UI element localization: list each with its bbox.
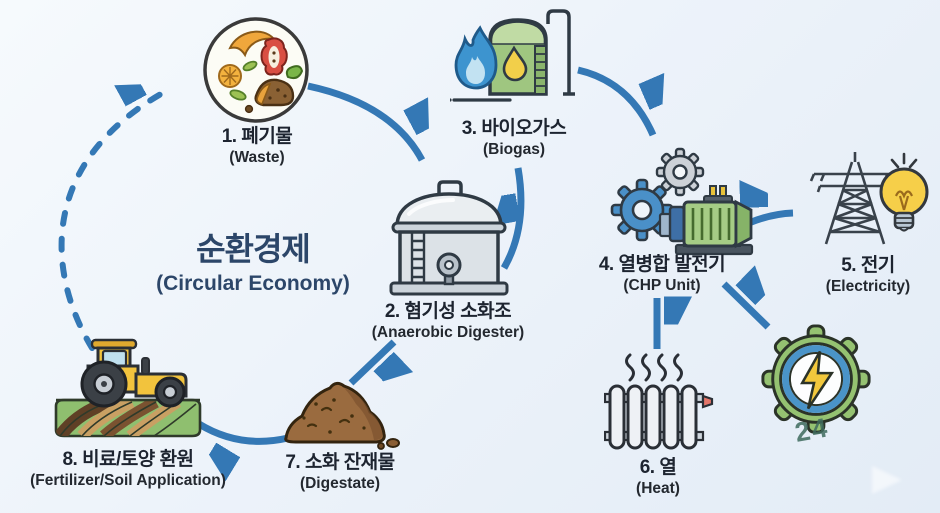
handwritten-mark: 24 bbox=[792, 412, 832, 448]
step-7-label: 7. 소화 잔재물 (Digestate) bbox=[285, 447, 395, 493]
step-1-en: (Waste) bbox=[229, 149, 285, 166]
chp-generator-gears-icon bbox=[610, 147, 754, 256]
step-8-ko: 8. 비료/토양 환원 bbox=[62, 449, 194, 470]
digester-tank-icon bbox=[389, 180, 509, 296]
step-2-label: 2. 혐기성 소화조 (Anaerobic Digester) bbox=[372, 296, 524, 342]
step-5-en: (Electricity) bbox=[825, 278, 911, 295]
step-5-ko: 5. 전기 bbox=[841, 255, 895, 276]
diagram-title-en: (Circular Economy) bbox=[156, 272, 350, 295]
step-6-label: 6. 열 (Heat) bbox=[636, 452, 680, 498]
step-4-label: 4. 열병합 발전기 (CHP Unit) bbox=[598, 249, 726, 295]
step-1-label: 1. 폐기물 (Waste) bbox=[222, 121, 293, 167]
faint-watermark-arrow bbox=[872, 466, 902, 494]
arrow-biogas-to-chp bbox=[577, 66, 653, 137]
step-6-ko: 6. 열 bbox=[639, 457, 677, 478]
step-5-label: 5. 전기 (Electricity) bbox=[826, 250, 910, 296]
radiator-icon bbox=[604, 353, 714, 450]
step-8-en: (Fertilizer/Soil Application) bbox=[30, 472, 226, 489]
compost-pile-icon bbox=[284, 381, 400, 450]
step-8-label: 8. 비료/토양 환원 (Fertilizer/Soil Application… bbox=[30, 444, 226, 490]
step-6-en: (Heat) bbox=[636, 480, 680, 497]
step-7-ko: 7. 소화 잔재물 bbox=[285, 452, 395, 473]
arrow-chp-to-energy-gear bbox=[721, 284, 768, 330]
step-1-ko: 1. 폐기물 bbox=[221, 126, 293, 147]
arrow-digester-to-biogas bbox=[504, 167, 525, 270]
step-3-en: (Biogas) bbox=[483, 141, 545, 158]
diagram-title: 순환경제 (Circular Economy) bbox=[156, 224, 350, 296]
arrow-waste-to-digester bbox=[307, 82, 422, 162]
arrow-fertilizer-to-waste-dashed bbox=[58, 90, 171, 351]
step-4-ko: 4. 열병합 발전기 bbox=[598, 254, 726, 275]
biogas-flame-tank-icon bbox=[450, 9, 575, 102]
arrow-digester-to-digestate bbox=[348, 339, 394, 383]
power-tower-bulb-icon bbox=[809, 152, 929, 245]
step-2-en: (Anaerobic Digester) bbox=[371, 324, 525, 341]
step-2-ko: 2. 혐기성 소화조 bbox=[384, 301, 512, 322]
arrow-digestate-to-fertilizer bbox=[197, 420, 289, 441]
step-3-ko: 3. 바이오가스 bbox=[461, 118, 567, 139]
diagram-title-ko: 순환경제 bbox=[196, 231, 311, 267]
energy-gear-lightning-icon bbox=[761, 324, 871, 434]
food-waste-plate-icon bbox=[203, 17, 309, 123]
step-3-label: 3. 바이오가스 (Biogas) bbox=[462, 113, 567, 159]
step-4-en: (CHP Unit) bbox=[623, 277, 701, 294]
step-7-en: (Digestate) bbox=[299, 475, 381, 492]
tractor-field-icon bbox=[54, 338, 202, 438]
